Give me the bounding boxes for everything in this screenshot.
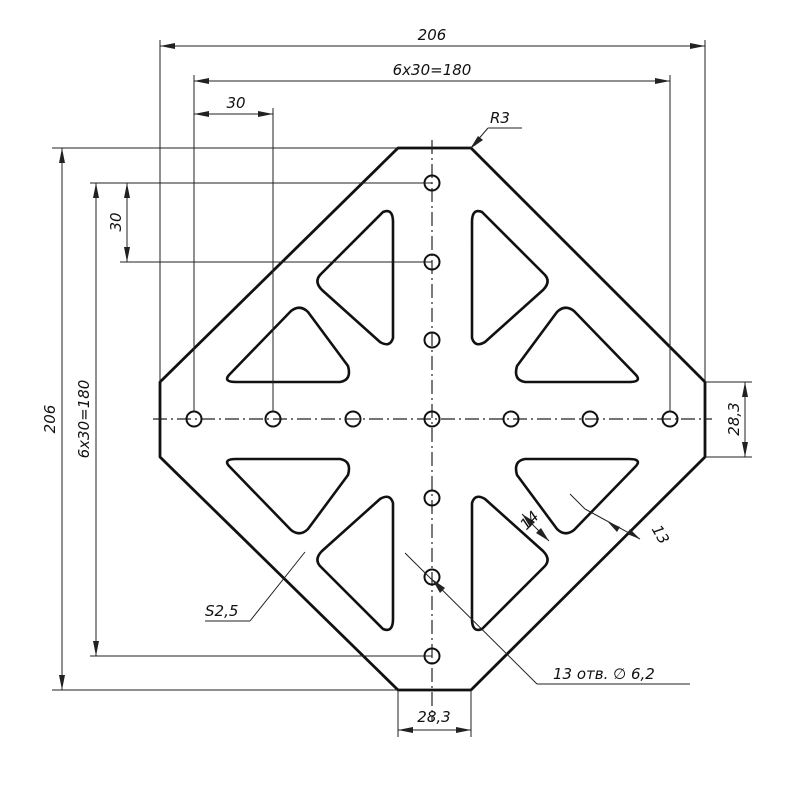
dim-text-hole-span-horizontal: 6x30=180 xyxy=(393,61,472,79)
dim-thickness: S2,5 xyxy=(205,551,306,622)
dim-flat-right: 28,3 xyxy=(725,382,748,457)
dim-text-flat-bottom: 28,3 xyxy=(417,708,450,726)
hole xyxy=(423,410,441,428)
slot xyxy=(316,209,395,346)
dim-text-corner-radius: R3 xyxy=(490,109,510,127)
slot xyxy=(470,495,549,632)
dim-text-thickness: S2,5 xyxy=(205,602,238,620)
hole xyxy=(423,568,441,586)
dim-text-overall-width: 206 xyxy=(418,26,447,44)
hole xyxy=(581,410,599,428)
slot xyxy=(470,209,549,346)
slot xyxy=(225,457,351,535)
dim-hole-span-vertical: 6x30=180 xyxy=(75,183,99,656)
dim-hole-pitch-vertical: 30 xyxy=(107,183,130,262)
dim-hole-pitch-horizontal: 30 xyxy=(194,94,273,117)
dim-text-rim-width: 13 xyxy=(648,522,673,548)
dim-overall-width: 206 xyxy=(160,26,705,49)
slot-group xyxy=(225,209,640,632)
dim-overall-height: 206 xyxy=(41,148,65,690)
slot xyxy=(514,457,640,535)
hole xyxy=(423,331,441,349)
slot xyxy=(225,306,351,384)
slot xyxy=(316,495,395,632)
dim-flat-bottom: 28,3 xyxy=(398,708,471,733)
dim-text-flat-right: 28,3 xyxy=(725,402,743,435)
dim-hole-span-horizontal: 6x30=180 xyxy=(194,61,670,84)
dim-text-hole-callout: 13 отв. ∅ 6,2 xyxy=(553,665,655,683)
hole xyxy=(344,410,362,428)
slot xyxy=(514,306,640,384)
dim-text-overall-height: 206 xyxy=(41,405,59,434)
hole xyxy=(423,489,441,507)
dim-text-hole-span-vertical: 6x30=180 xyxy=(75,380,93,459)
hole xyxy=(502,410,520,428)
dim-hole-callout: 13 отв. ∅ 6,2 xyxy=(404,552,690,685)
dim-corner-radius: R3 xyxy=(469,109,522,150)
dim-text-hole-pitch-horizontal: 30 xyxy=(226,94,245,112)
extension-lines xyxy=(52,40,752,737)
dim-text-hole-pitch-vertical: 30 xyxy=(107,212,125,231)
